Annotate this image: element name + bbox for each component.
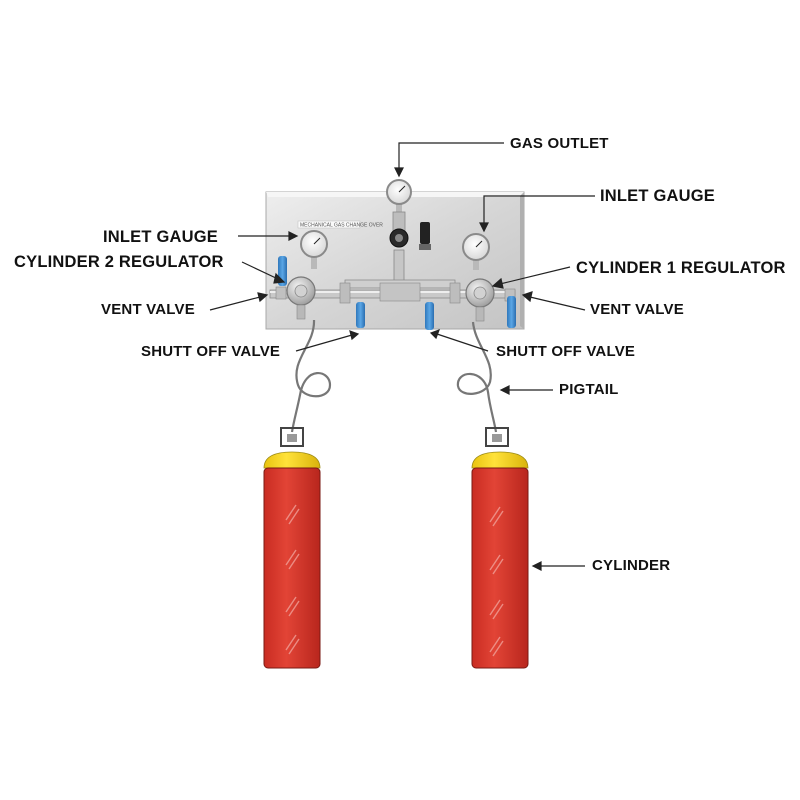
shutoff-valve-right-handle xyxy=(425,302,434,330)
leader-inlet-gauge-right xyxy=(483,195,595,225)
pigtail-right xyxy=(456,321,498,433)
leader-cylinder1-regulator xyxy=(499,266,571,285)
changeover-valve xyxy=(389,211,431,283)
label-gas-outlet: GAS OUTLET xyxy=(510,135,609,152)
inlet-gauge-left xyxy=(300,230,328,269)
label-vent-valve-left: VENT VALVE xyxy=(101,301,195,318)
label-inlet-gauge-left: INLET GAUGE xyxy=(103,228,218,246)
gas-outlet-gauge xyxy=(386,179,412,214)
leader-cylinder2-regulator xyxy=(241,261,279,280)
label-cylinder: CYLINDER xyxy=(592,557,671,574)
cylinder-2-regulator xyxy=(286,276,316,320)
pigtail-left xyxy=(290,319,332,433)
leader-lines xyxy=(209,142,595,571)
leader-shutoff-left xyxy=(295,334,353,352)
label-pigtail: PIGTAIL xyxy=(559,381,619,398)
leader-vent-valve-left xyxy=(209,296,261,311)
leader-vent-valve-right xyxy=(529,296,586,311)
label-shutoff-valve-left: SHUTT OFF VALVE xyxy=(141,343,281,360)
cylinder-1 xyxy=(471,427,529,669)
cylinder-2 xyxy=(263,427,321,669)
panel-nameplate-text: MECHANICAL GAS CHANGE OVER xyxy=(300,223,383,229)
cylinder-1-regulator xyxy=(465,278,495,322)
vent-valve-right-handle xyxy=(504,288,516,328)
label-shutoff-valve-right: SHUTT OFF VALVE xyxy=(496,343,636,360)
inlet-gauge-right xyxy=(462,233,490,270)
shutoff-valve-left-handle xyxy=(356,302,365,328)
label-inlet-gauge-right: INLET GAUGE xyxy=(600,187,715,205)
manifold-pipes xyxy=(269,279,516,304)
label-cylinder2-regulator: CYLINDER 2 REGULATOR xyxy=(14,253,224,271)
leader-shutoff-right xyxy=(436,333,489,352)
leader-gas-outlet xyxy=(398,142,504,170)
label-vent-valve-right: VENT VALVE xyxy=(590,301,684,318)
panel-nameplate xyxy=(297,220,361,229)
label-cylinder1-regulator: CYLINDER 1 REGULATOR xyxy=(576,259,786,277)
